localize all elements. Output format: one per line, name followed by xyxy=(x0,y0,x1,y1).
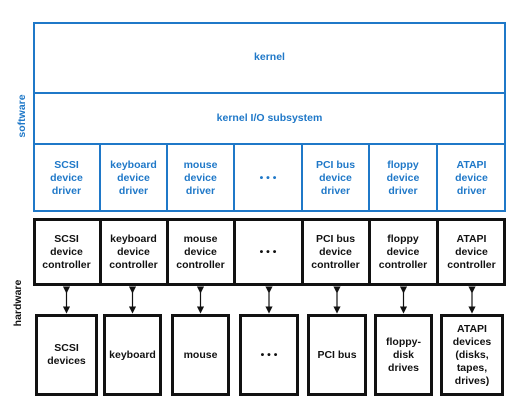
atapi-devices: ATAPI devices (disks, tapes, drives) xyxy=(440,314,504,396)
controller-divider xyxy=(233,218,236,286)
keyboard-device-controller: keyboard device controller xyxy=(109,232,158,271)
pci-bus-device-driver: PCI bus device driver xyxy=(315,158,356,197)
kernel-io-subsystem-label: kernel I/O subsystem xyxy=(216,112,323,124)
controller-divider xyxy=(99,218,102,286)
driver-divider xyxy=(99,144,101,212)
ellipsis-device-controller: • • • xyxy=(259,245,277,258)
scsi-devices: SCSI devices xyxy=(35,314,98,396)
io-divider xyxy=(33,143,506,145)
keyboard-device-driver: keyboard device driver xyxy=(110,158,157,197)
driver-divider xyxy=(368,144,370,212)
ellipsis-device-driver: • • • xyxy=(259,171,277,184)
controller-divider xyxy=(368,218,371,286)
mouse-device-driver: mouse device driver xyxy=(183,158,218,197)
scsi-device-driver: SCSI device driver xyxy=(50,158,83,197)
driver-divider xyxy=(233,144,235,212)
controller-frame xyxy=(33,218,506,286)
ellipsis-device: • • • xyxy=(239,314,299,396)
pci-bus-device-controller: PCI bus device controller xyxy=(311,232,360,271)
driver-divider xyxy=(436,144,438,212)
scsi-device-controller: SCSI device controller xyxy=(42,232,91,271)
atapi-device-driver: ATAPI device driver xyxy=(455,158,488,197)
floppy-device-driver: floppy device driver xyxy=(386,158,420,197)
mouse-device-controller: mouse device controller xyxy=(176,232,225,271)
kernel-divider xyxy=(33,92,506,94)
software-stack xyxy=(33,22,506,212)
atapi-device-controller: ATAPI device controller xyxy=(447,232,496,271)
floppy-disk-drives: floppy- disk drives xyxy=(374,314,433,396)
controller-divider xyxy=(301,218,304,286)
floppy-device-controller: floppy device controller xyxy=(378,232,428,271)
hardware-label: hardware xyxy=(12,279,24,327)
software-label: software xyxy=(16,94,28,138)
driver-divider xyxy=(166,144,168,212)
controller-divider xyxy=(436,218,439,286)
driver-divider xyxy=(301,144,303,212)
kernel-label: kernel xyxy=(254,51,285,63)
mouse-device: mouse xyxy=(171,314,230,396)
keyboard-device: keyboard xyxy=(103,314,162,396)
pci-bus-device: PCI bus xyxy=(307,314,367,396)
controller-divider xyxy=(166,218,169,286)
